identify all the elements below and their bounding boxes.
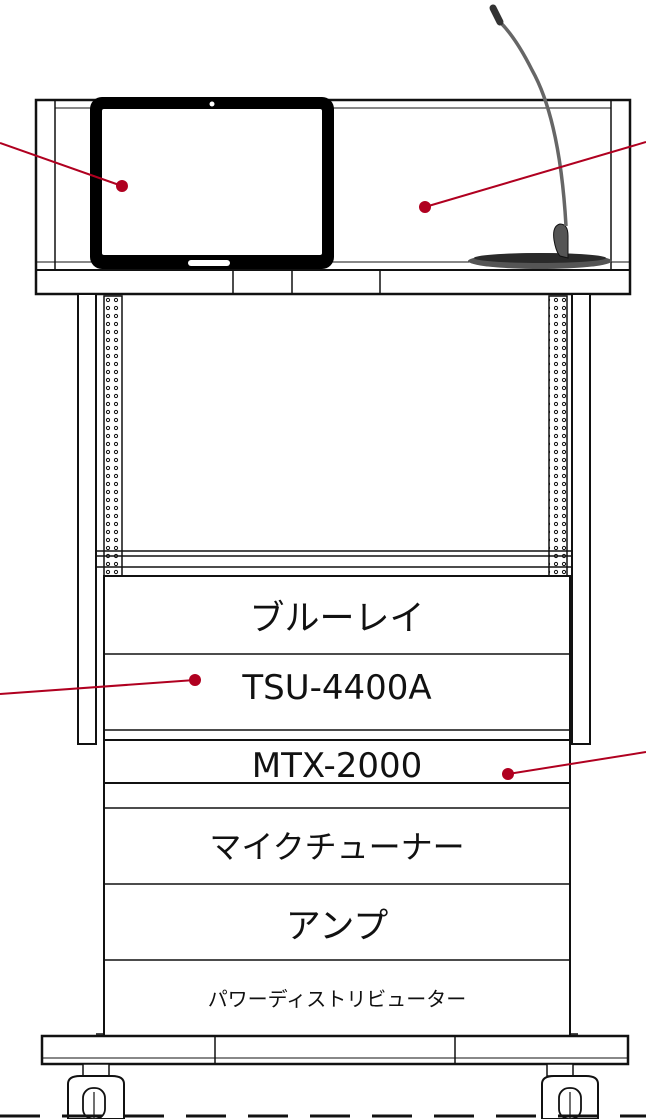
callout-lines — [0, 141, 646, 780]
callout-rack — [507, 751, 646, 775]
rack-unit-mic-tuner-label: マイクチューナー — [209, 828, 465, 866]
callout-tablet — [0, 142, 123, 187]
rack-unit-bluray-label: ブルーレイ — [249, 599, 425, 639]
rack-unit-amp-label: アンプ — [285, 907, 389, 947]
rack-unit-tsu-label: TSU-4400A — [242, 668, 432, 708]
rack-unit-power-label: パワーディストリビューター — [207, 987, 467, 1011]
rack-unit-mtx-label: MTX-2000 — [251, 746, 423, 786]
callout-tsu — [0, 679, 196, 695]
callout-desk — [424, 141, 646, 208]
caster-wheel-icon — [67, 1063, 599, 1119]
gooseneck-microphone-icon — [468, 4, 612, 269]
cart-base — [40, 1033, 630, 1066]
rack-panel — [103, 575, 571, 1037]
tablet-icon — [90, 97, 334, 269]
